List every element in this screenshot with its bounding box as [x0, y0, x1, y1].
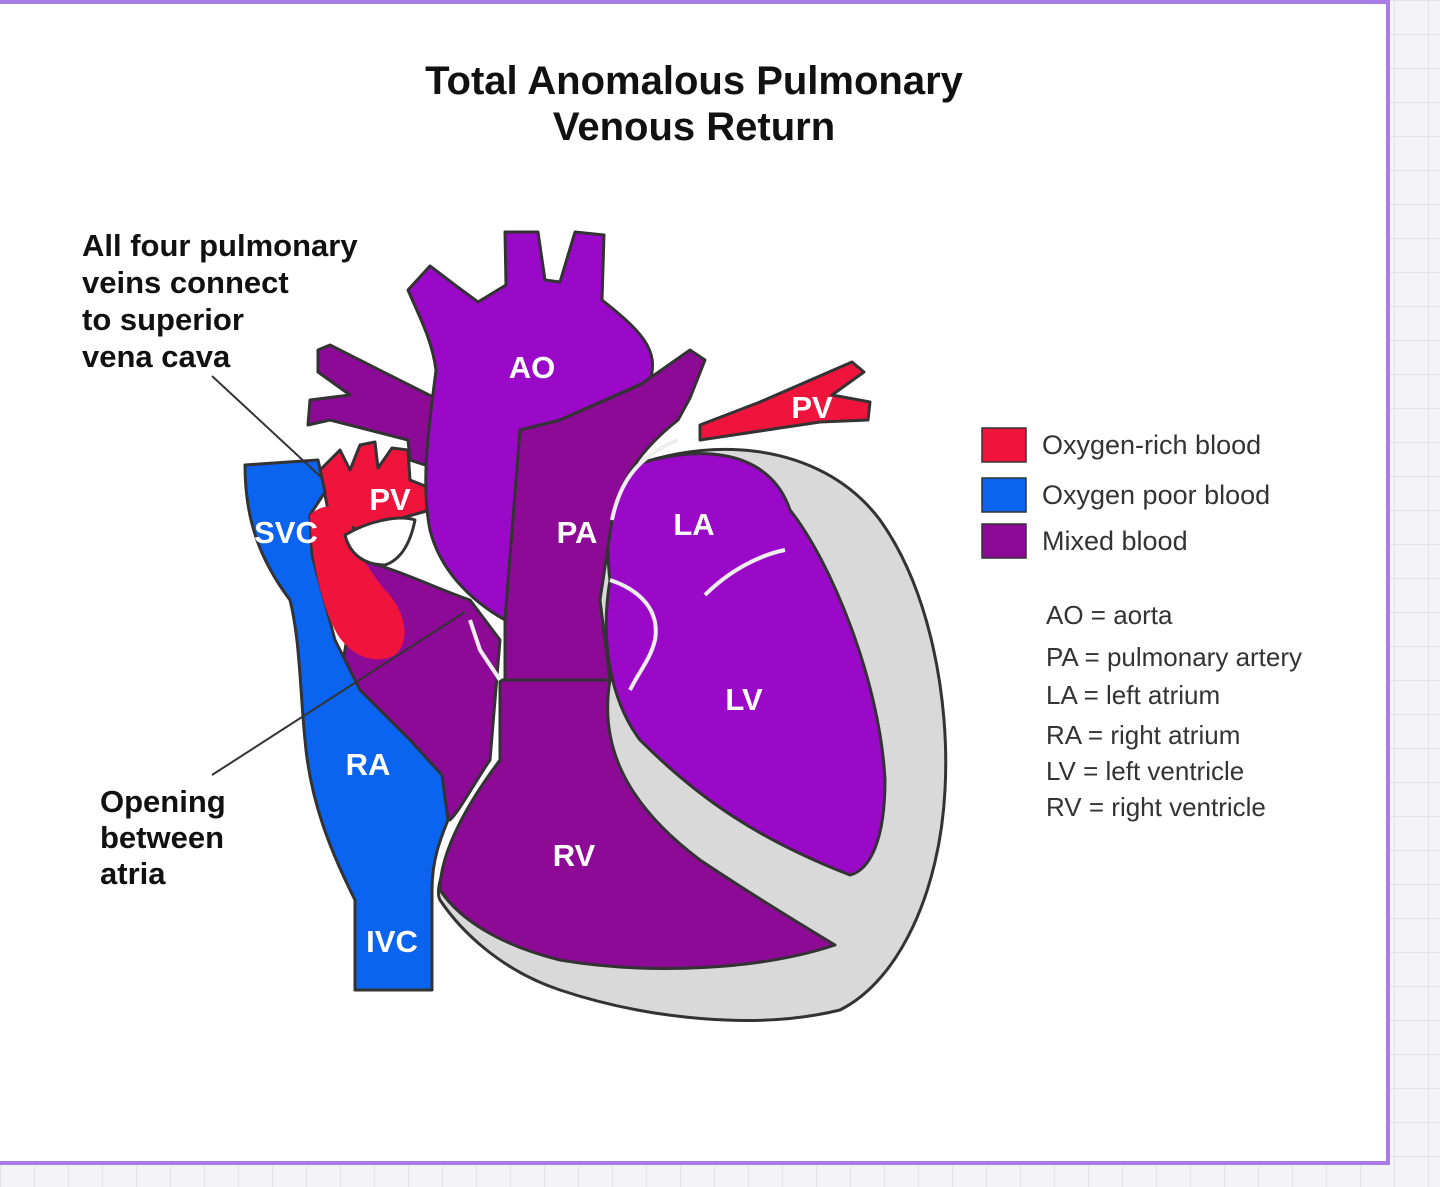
callout-pv-line-3: to superior	[82, 302, 244, 337]
heart-diagram: Total Anomalous Pulmonary Venous Return …	[82, 59, 1302, 1022]
legend-swatch-oxygen-rich	[981, 427, 1027, 463]
label-ra: RA	[346, 747, 391, 782]
callout-opening-line-2: between	[100, 820, 224, 855]
label-pv-right: PV	[369, 482, 411, 517]
abbr-lv: LV = left ventricle	[1046, 756, 1244, 786]
title-line-2: Venous Return	[553, 105, 835, 149]
legend: Oxygen-rich blood Oxygen poor blood Mixe…	[981, 427, 1270, 559]
left-heart	[604, 452, 887, 877]
legend-swatch-oxygen-poor	[981, 477, 1027, 513]
septum-line	[610, 438, 679, 521]
abbr-ao: AO = aorta	[1046, 600, 1173, 630]
legend-label-oxygen-poor: Oxygen poor blood	[1042, 480, 1270, 510]
vessel-gap	[343, 516, 417, 567]
callout-pulmonary-veins: All four pulmonary veins connect to supe…	[82, 228, 358, 479]
label-svc: SVC	[254, 515, 318, 550]
callout-opening-line-1: Opening	[100, 784, 226, 819]
label-rv: RV	[553, 838, 596, 873]
right-pulmonary-artery-branch	[306, 343, 442, 472]
callout-opening: Opening between atria	[100, 611, 466, 891]
callout-pv-line-1: All four pulmonary	[82, 228, 358, 263]
legend-label-mixed: Mixed blood	[1042, 526, 1188, 556]
abbr-rv: RV = right ventricle	[1046, 792, 1266, 822]
la-lv-boundary	[703, 548, 786, 597]
la-appendage	[609, 578, 658, 691]
title-line-1: Total Anomalous Pulmonary	[425, 59, 964, 103]
abbr-pa: PA = pulmonary artery	[1046, 642, 1302, 672]
organ-labels: AO PA LA LV RA RV SVC IVC PV PV	[254, 350, 833, 959]
callout-pv-leader	[211, 375, 323, 479]
legend-swatch-mixed	[981, 523, 1027, 559]
label-ivc: IVC	[366, 924, 418, 959]
right-ventricle	[438, 678, 837, 970]
label-ao: AO	[509, 350, 556, 385]
label-pv-left: PV	[791, 390, 833, 425]
abbreviation-list: AO = aorta PA = pulmonary artery LA = le…	[1046, 600, 1302, 822]
pulmonary-venous-confluence	[310, 506, 405, 660]
pulmonary-artery	[503, 348, 707, 682]
legend-label-oxygen-rich: Oxygen-rich blood	[1042, 430, 1261, 460]
abbr-la: LA = left atrium	[1046, 680, 1220, 710]
label-lv: LV	[725, 682, 763, 717]
diagram-title: Total Anomalous Pulmonary Venous Return	[425, 59, 964, 149]
callout-opening-line-3: atria	[100, 856, 166, 891]
callout-pv-line-4: vena cava	[82, 339, 231, 374]
ao-pa-boundary	[468, 619, 502, 682]
vena-cava-and-right-atrium	[243, 458, 450, 992]
label-la: LA	[673, 507, 714, 542]
pulmonary-veins-left	[698, 360, 872, 442]
callout-opening-leader	[211, 611, 466, 776]
abbr-ra: RA = right atrium	[1046, 720, 1240, 750]
callout-pv-line-2: veins connect	[82, 265, 289, 300]
label-pa: PA	[557, 515, 598, 550]
